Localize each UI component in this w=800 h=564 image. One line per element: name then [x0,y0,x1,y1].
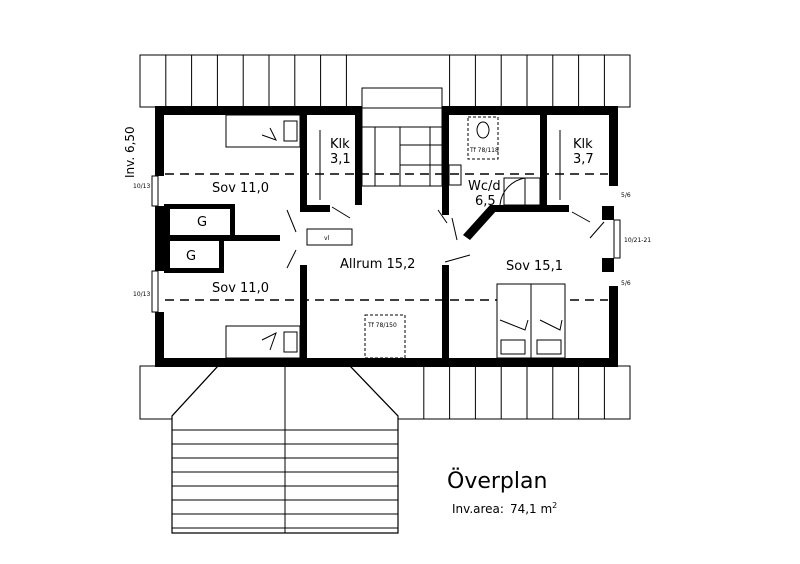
vl-box [306,228,353,246]
door-swings [286,177,605,269]
area-exponent: 2 [552,501,557,510]
window-note-right-top: 5/6 [621,192,631,199]
stair-opening [361,87,443,187]
window-note-left-top: 10/13 [133,183,150,190]
room-label-wc: Wc/d [468,179,501,194]
area-value: 74,1 m [510,502,552,516]
area-label: Inv.area: 74,1 m2 [452,501,557,516]
room-label-sov-top: Sov 11,0 [212,181,269,196]
room-area-wc: 6,5 [475,194,496,209]
tf-allrum-note: Tf 78/150 [367,322,397,329]
window-note-right-bottom: 5/6 [621,280,631,287]
room-label-g-bottom: G [186,249,196,264]
room-area-klk-left: 3,1 [330,152,351,167]
room-label-klk-left: Klk [330,137,350,152]
dormer-roof [171,365,399,534]
dimension-left: Inv. 6,50 [123,126,137,178]
room-label-allrum: Allrum 15,2 [340,257,415,272]
area-label-text: Inv.area: [452,502,504,516]
room-label-sov-bottom: Sov 11,0 [212,281,269,296]
walls [151,106,621,367]
window-note-right-mid: 10/21-21 [624,237,651,244]
room-area-klk-right: 3,7 [573,152,594,167]
window-note-left-bottom: 10/13 [133,291,150,298]
room-label-sov-right: Sov 15,1 [506,259,563,274]
room-label-klk-right: Klk [573,137,593,152]
plan-title: Överplan [447,468,547,494]
bed-bottom [225,325,301,359]
vl-label: vl [324,235,330,242]
hatch-allrum [364,314,406,359]
tf-wc-note: Tf 78/118 [469,147,499,154]
bed-top [225,114,301,148]
room-label-g-top: G [197,215,207,230]
bathroom-fixtures [448,116,541,206]
double-bed [496,283,566,359]
